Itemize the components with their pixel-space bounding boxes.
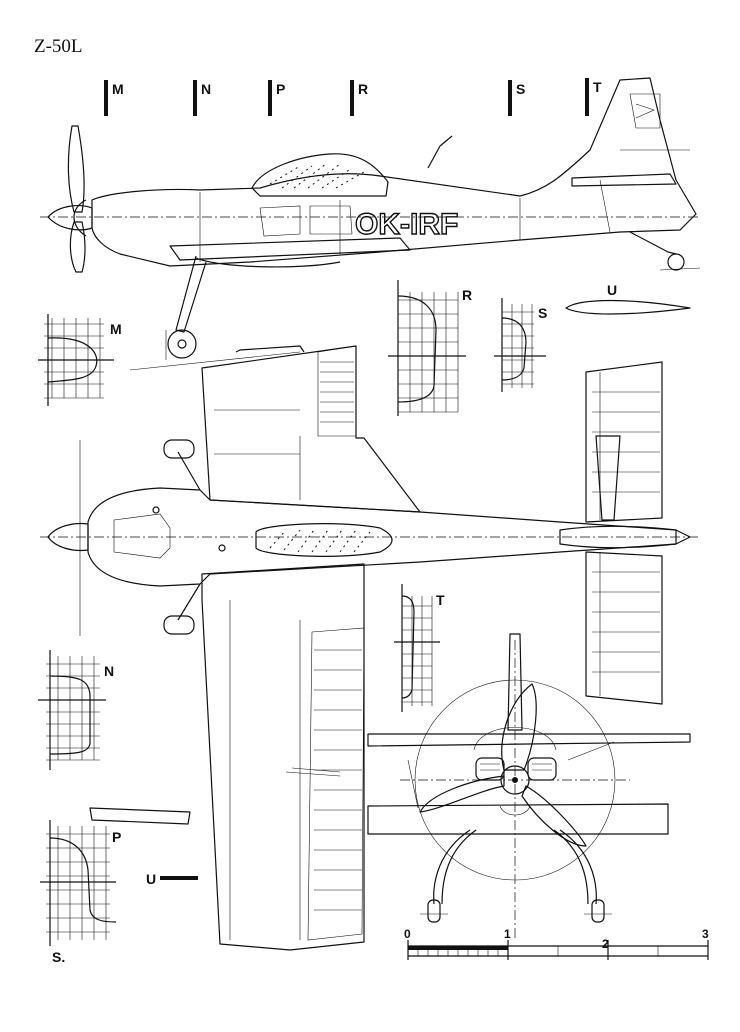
registration-mark: OK-IRF: [355, 208, 458, 241]
marker-n: N: [201, 81, 211, 97]
section-label-p: P: [112, 829, 121, 845]
section-panel-r: R: [388, 280, 472, 416]
section-panel-t: T: [394, 584, 445, 712]
section-panel-p: P S.: [40, 820, 121, 965]
drawing-title: Z-50L: [34, 36, 83, 57]
scale-tick-1: 1: [504, 927, 511, 941]
marker-s: S: [516, 81, 525, 97]
section-label-t: T: [436, 592, 445, 608]
section-markers: M N P R S T: [104, 78, 602, 116]
section-label-m: M: [110, 321, 122, 337]
marker-r: R: [358, 81, 368, 97]
marker-m: M: [112, 81, 124, 97]
scale-tick-0: 0: [404, 927, 411, 941]
front-view: [367, 633, 691, 940]
side-view: OK-IRF: [40, 77, 701, 371]
marker-t: T: [593, 79, 602, 95]
s-label: S.: [52, 949, 65, 965]
section-panel-s: S: [494, 298, 547, 392]
airfoil-u: U: [565, 282, 691, 315]
wing-profile-u: U: [89, 807, 198, 887]
scale-tick-3: 3: [702, 927, 709, 941]
section-label-s: S: [538, 305, 547, 321]
scale-bar: 0 1 2 3: [404, 927, 709, 960]
airfoil-label: U: [607, 282, 617, 298]
marker-p: P: [276, 81, 285, 97]
profile-label: U: [146, 871, 156, 887]
section-label-n: N: [104, 663, 114, 679]
scale-tick-2: 2: [602, 937, 609, 951]
section-label-r: R: [462, 287, 472, 303]
top-view: [40, 345, 700, 951]
section-panel-m: M: [38, 314, 122, 406]
section-panel-n: N: [38, 650, 114, 770]
